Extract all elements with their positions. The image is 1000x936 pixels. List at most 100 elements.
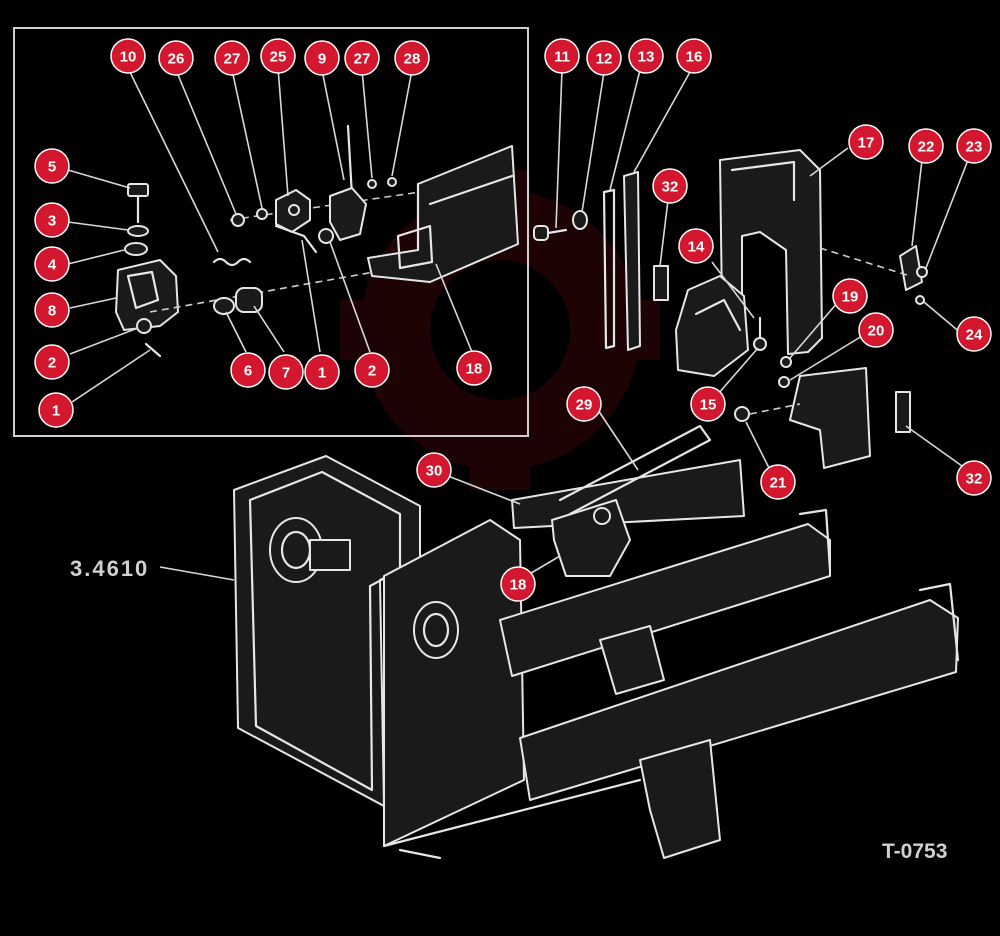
detail-inset-frame (13, 27, 529, 437)
callout-circle (956, 128, 992, 164)
callout-number: 30 (426, 463, 443, 480)
callout-22: 22 (908, 128, 944, 164)
figure-id: T-0753 (882, 840, 947, 863)
callout-27: 27 (214, 40, 250, 76)
callout-number: 32 (966, 471, 983, 488)
callout-circle (678, 228, 714, 264)
callout-9: 9 (304, 40, 340, 76)
callout-14: 14 (678, 228, 714, 264)
callout-number: 11 (554, 49, 570, 66)
callout-number: 13 (638, 49, 655, 66)
callout-32: 32 (956, 460, 992, 496)
callout-number: 1 (318, 365, 326, 382)
callout-number: 10 (120, 49, 137, 66)
callout-number: 12 (596, 51, 613, 68)
callout-number: 14 (688, 239, 705, 256)
callout-6: 6 (230, 352, 266, 388)
callout-number: 22 (918, 139, 935, 156)
callout-number: 21 (770, 475, 787, 492)
callout-number: 19 (842, 289, 859, 306)
callout-number: 9 (318, 51, 326, 68)
callout-11: 11 (544, 38, 580, 74)
callout-number: 27 (354, 51, 371, 68)
callout-number: 4 (48, 257, 57, 274)
callout-circle (34, 148, 70, 184)
callout-circle (38, 392, 74, 428)
callout-number: 7 (282, 365, 290, 382)
callout-17: 17 (848, 124, 884, 160)
callout-5: 5 (34, 148, 70, 184)
callout-2: 2 (354, 352, 390, 388)
callout-circle (260, 38, 296, 74)
callout-circle (908, 128, 944, 164)
callout-circle (344, 40, 380, 76)
callout-circle (956, 460, 992, 496)
callout-2: 2 (34, 344, 70, 380)
callout-19: 19 (832, 278, 868, 314)
callout-29: 29 (566, 386, 602, 422)
callout-23: 23 (956, 128, 992, 164)
callout-7: 7 (268, 354, 304, 390)
callout-circle (500, 566, 536, 602)
callout-circle (304, 354, 340, 390)
callout-circle (158, 40, 194, 76)
callout-25: 25 (260, 38, 296, 74)
callout-24: 24 (956, 316, 992, 352)
callout-circle (760, 464, 796, 500)
callout-circle (34, 202, 70, 238)
callout-circle (34, 344, 70, 380)
callout-16: 16 (676, 38, 712, 74)
callout-number: 20 (868, 323, 885, 340)
callout-number: 25 (270, 49, 287, 66)
callout-18: 18 (500, 566, 536, 602)
callout-15: 15 (690, 386, 726, 422)
callout-circle (230, 352, 266, 388)
callout-number: 26 (168, 51, 185, 68)
callout-number: 2 (48, 355, 56, 372)
callout-number: 5 (48, 159, 56, 176)
callout-number: 23 (966, 139, 983, 156)
callout-8: 8 (34, 292, 70, 328)
callout-number: 24 (966, 327, 983, 344)
callout-3: 3 (34, 202, 70, 238)
callout-circle (456, 350, 492, 386)
callout-number: 2 (368, 363, 376, 380)
callout-32: 32 (652, 168, 688, 204)
callout-circle (628, 38, 664, 74)
callout-circle (690, 386, 726, 422)
callout-circle (304, 40, 340, 76)
upper-right-parts (533, 149, 928, 469)
callout-circle (354, 352, 390, 388)
callout-number: 27 (224, 51, 241, 68)
callout-4: 4 (34, 246, 70, 282)
main-frame-assembly (233, 424, 960, 860)
callout-1: 1 (38, 392, 74, 428)
callout-number: 17 (858, 135, 875, 152)
callout-number: 18 (466, 361, 483, 378)
leader-lines (67, 67, 969, 581)
callout-number: 32 (662, 179, 679, 196)
callout-circle (566, 386, 602, 422)
callout-circle (848, 124, 884, 160)
callout-number: 1 (52, 403, 60, 420)
inset-parts (115, 124, 519, 358)
callout-circle (268, 354, 304, 390)
callout-number: 29 (576, 397, 593, 414)
callout-28: 28 (394, 40, 430, 76)
reference-label: 3.4610 (70, 556, 149, 581)
callout-27: 27 (344, 40, 380, 76)
callout-circle (214, 40, 250, 76)
callout-number: 3 (48, 213, 56, 230)
callout-circle (394, 40, 430, 76)
callout-circle (544, 38, 580, 74)
callout-13: 13 (628, 38, 664, 74)
callout-10: 10 (110, 38, 146, 74)
callout-number: 15 (700, 397, 717, 414)
callout-circle (586, 40, 622, 76)
callout-number: 8 (48, 303, 56, 320)
callout-26: 26 (158, 40, 194, 76)
callout-circle (832, 278, 868, 314)
callout-circle (858, 312, 894, 348)
